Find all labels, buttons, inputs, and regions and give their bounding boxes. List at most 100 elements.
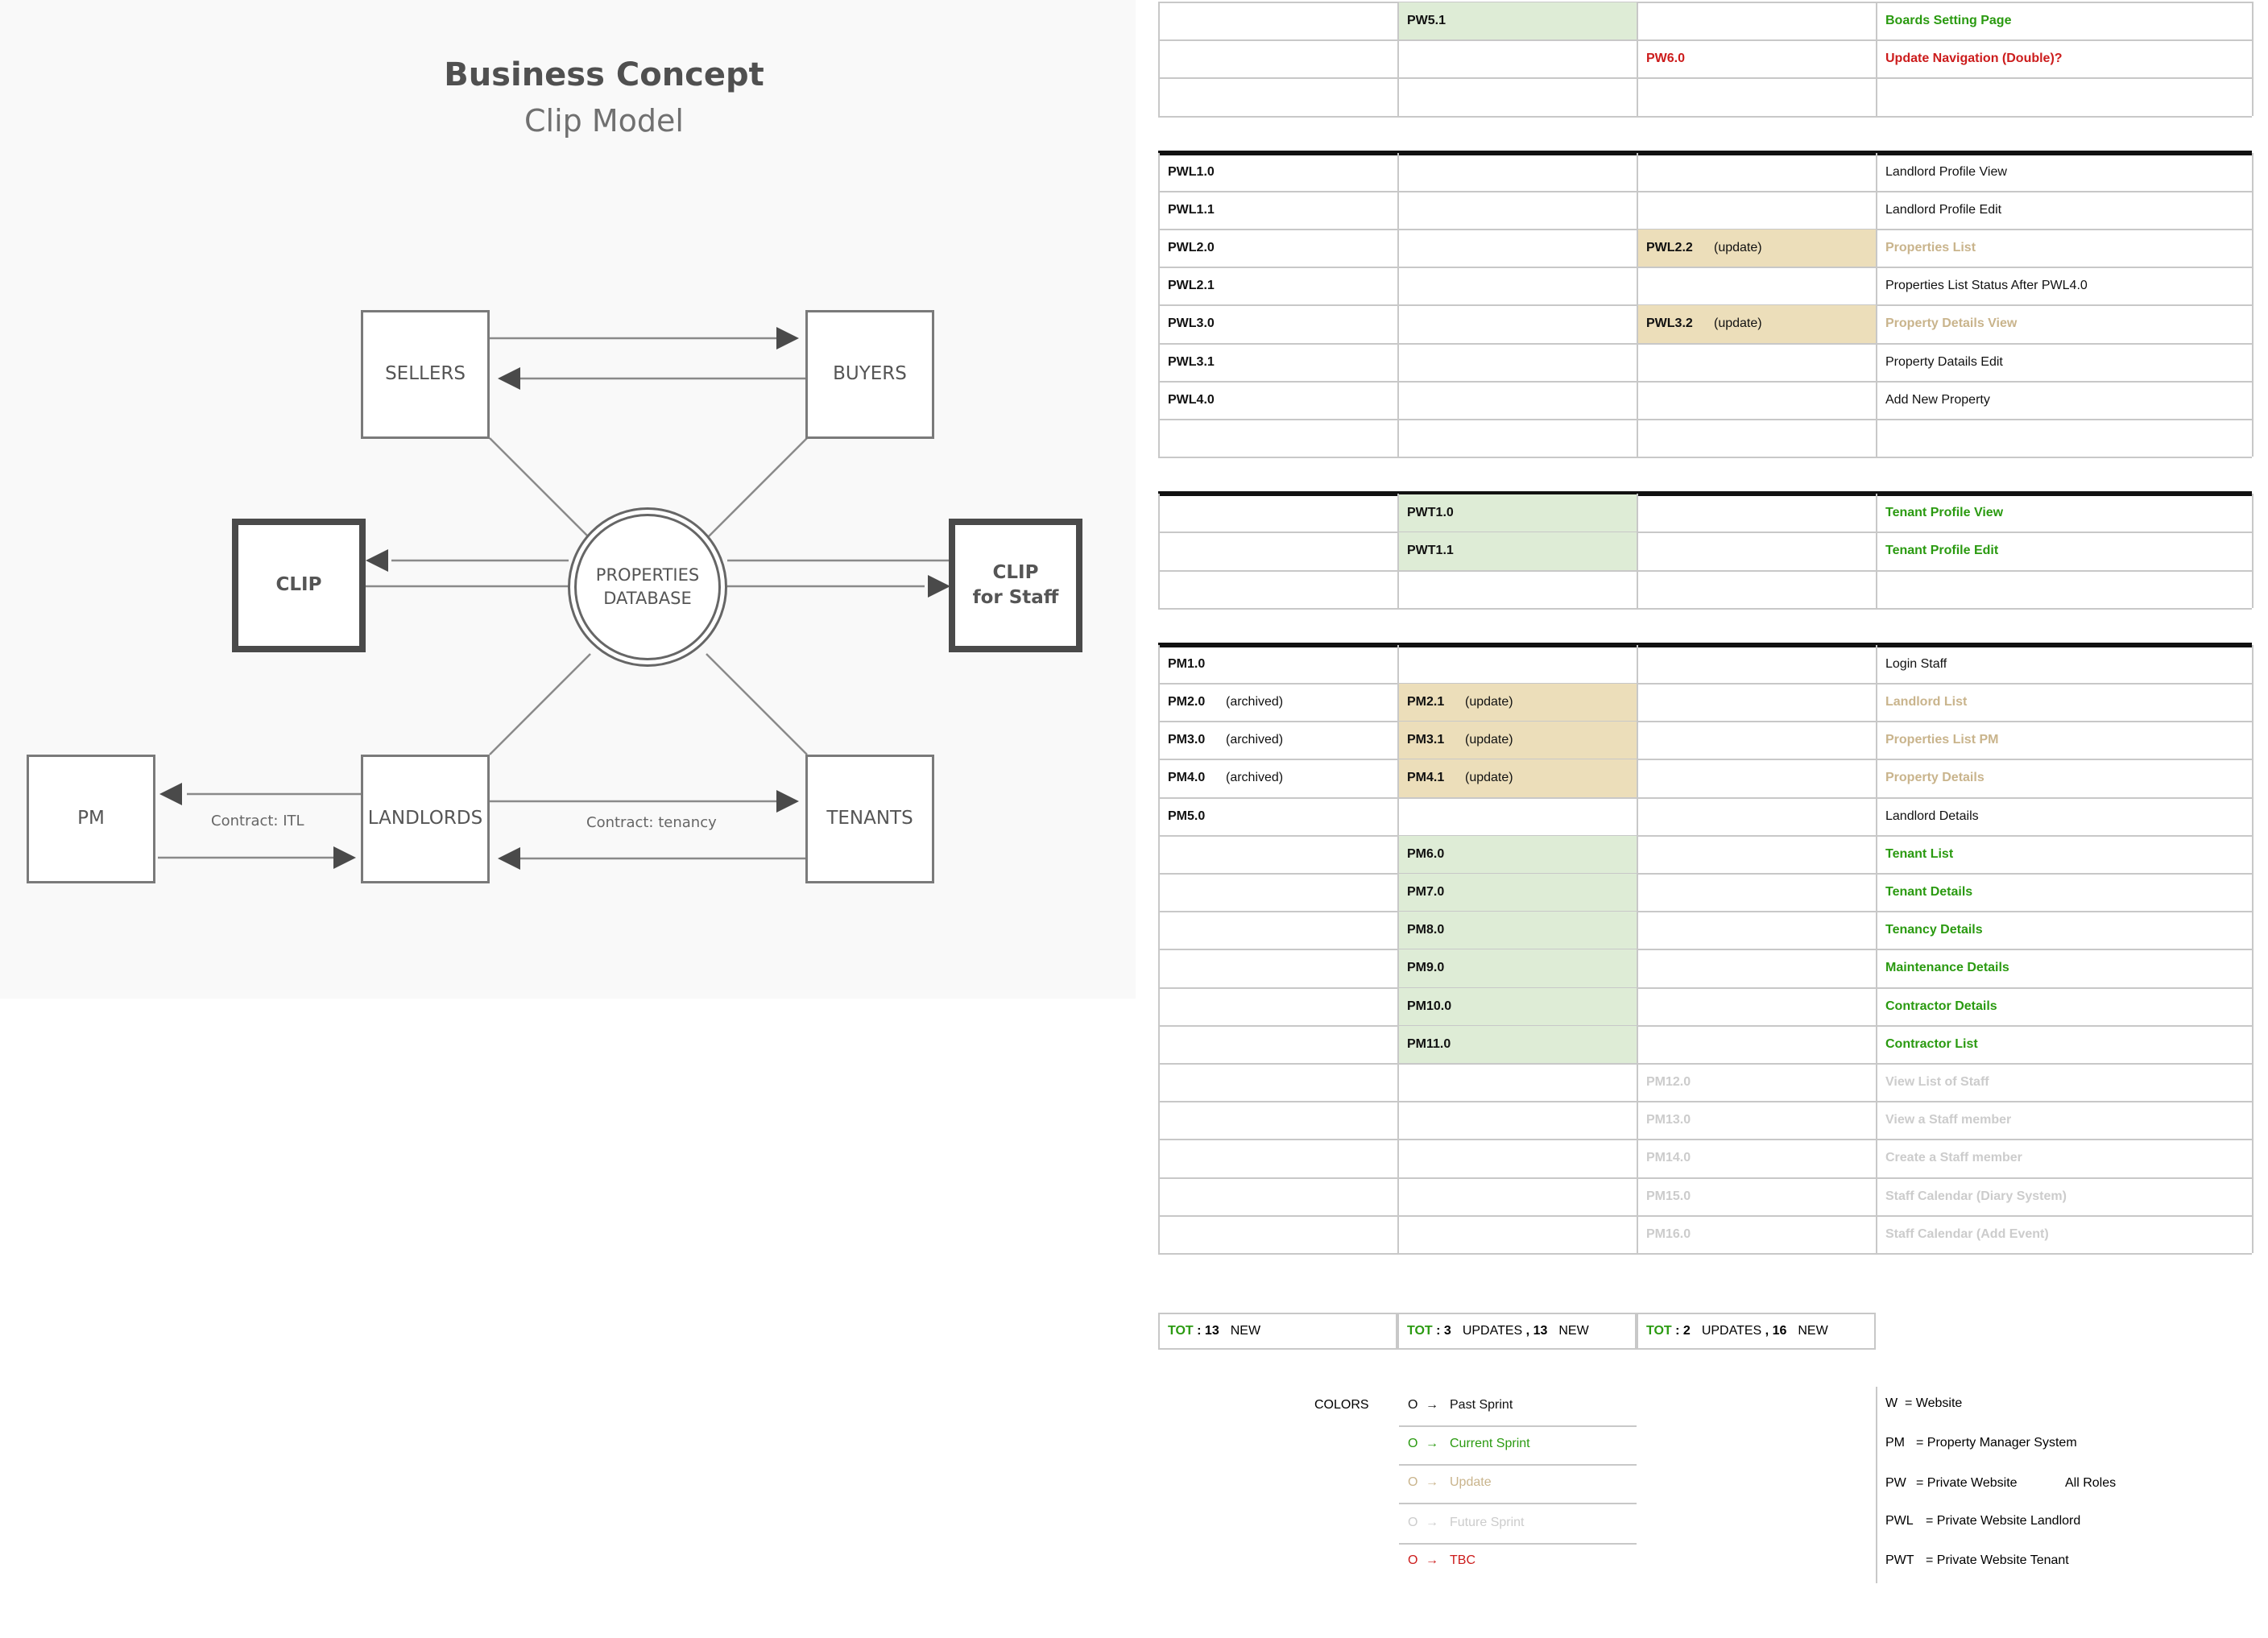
row-divider: [1158, 911, 2252, 913]
row-divider: [1158, 759, 2252, 761]
arrowhead-to-pm: [159, 783, 182, 805]
arrowhead-to-clip-staff: [928, 575, 950, 598]
total-number: 3: [1443, 1324, 1451, 1338]
next-sprint-id-cell: PM14.0: [1646, 1151, 1691, 1165]
legend-divider: [1399, 1543, 1637, 1545]
page-name-cell: Landlord Profile View: [1885, 164, 2007, 179]
page-name-cell: Property Datails Edit: [1885, 354, 2003, 369]
row-divider: [1158, 457, 2252, 459]
row-divider: [1158, 380, 2252, 383]
legend-divider: [1399, 1425, 1637, 1427]
row-divider: [1158, 1214, 2252, 1217]
legend-column-divider: [1876, 1387, 1877, 1583]
website-id-cell: PM2.0: [1168, 695, 1206, 709]
page-name-cell: Landlord List: [1885, 695, 1968, 709]
abbreviation-key: W: [1885, 1396, 1898, 1410]
sprint-id-cell: PM6.0: [1407, 846, 1445, 861]
section-divider: [1158, 642, 2252, 647]
legend-symbol: O: [1408, 1437, 1418, 1450]
arrowhead-to-landlords: [333, 846, 356, 869]
page-name-cell: Add New Property: [1885, 392, 1990, 407]
column-divider: [1637, 2, 1638, 116]
row-divider: [1158, 721, 2252, 723]
node-tenants-label: TENANTS: [826, 808, 913, 829]
row-divider: [1158, 342, 2252, 345]
cell-fill-green: [1399, 949, 1637, 987]
column-divider: [1637, 644, 1638, 1253]
row-divider: [1158, 115, 2252, 118]
cell-fill-tan: [1399, 759, 1637, 797]
node-db-line1: PROPERTIES: [595, 565, 700, 585]
total-number: 16: [1772, 1324, 1787, 1338]
page-name-cell: Staff Calendar (Diary System): [1885, 1189, 2067, 1203]
total-label: TOT: [1407, 1324, 1433, 1338]
row-divider: [1158, 1024, 2252, 1027]
edge-label-itl: Contract: ITL: [211, 813, 304, 829]
legend-item-label: TBC: [1450, 1553, 1475, 1567]
sprint-id-cell: PM10.0: [1407, 999, 1452, 1013]
next-sprint-id-cell: PWL2.2: [1646, 241, 1693, 254]
diagram-title: Business Concept: [444, 56, 764, 93]
node-buyers: BUYERS: [805, 310, 934, 439]
website-id-cell: PWL4.0: [1168, 392, 1215, 407]
total-word: NEW: [1558, 1324, 1589, 1338]
website-id-cell: PM5.0: [1168, 809, 1206, 823]
page-name-cell: Create a Staff member: [1885, 1151, 2022, 1165]
website-id-cell: PWL2.1: [1168, 279, 1215, 293]
next-sprint-id-cell: PM16.0: [1646, 1226, 1691, 1241]
legend-divider: [1399, 1464, 1637, 1466]
website-id-cell: PWL1.1: [1168, 202, 1215, 217]
cell-fill-tan: [1638, 305, 1876, 343]
colors-label: COLORS: [1314, 1398, 1369, 1412]
row-divider: [1158, 532, 2252, 534]
concept-diagram: Business Concept Clip Model: [0, 0, 1136, 999]
next-sprint-id-cell: PM13.0: [1646, 1113, 1691, 1127]
node-landlords: LANDLORDS: [361, 755, 490, 883]
row-divider: [1158, 190, 2252, 192]
column-divider: [1876, 2, 1877, 116]
column-divider: [1637, 494, 1638, 608]
column-divider: [1397, 644, 1399, 1253]
cell-fill-tan: [1399, 684, 1637, 722]
page-name-cell: View List of Staff: [1885, 1075, 1989, 1089]
total-number: 13: [1533, 1324, 1548, 1338]
abbreviation-value: = Private Website Tenant: [1926, 1553, 2069, 1567]
column-divider: [2252, 2, 2254, 116]
cell-fill-green: [1399, 912, 1637, 949]
tenants-db-link: [706, 653, 808, 755]
total-word: UPDATES: [1701, 1324, 1762, 1338]
total-number: 2: [1682, 1324, 1691, 1338]
legend-arrow: →: [1426, 1475, 1438, 1489]
status-note: (archived): [1226, 733, 1284, 747]
column-divider: [1876, 644, 1877, 1253]
next-sprint-id-cell: PWL3.2: [1646, 316, 1693, 331]
page-name-cell: Properties List: [1885, 241, 1976, 254]
page-name-cell: Contractor Details: [1885, 999, 1997, 1013]
status-note: (update): [1465, 771, 1513, 785]
row-divider: [1158, 77, 2252, 80]
website-id-cell: PM1.0: [1168, 656, 1206, 671]
page-name-cell: Landlord Profile Edit: [1885, 202, 2002, 217]
abbreviation-value: = Property Manager System: [1916, 1436, 2077, 1450]
node-db-line2: DATABASE: [603, 589, 692, 608]
page-name-cell: Tenancy Details: [1885, 923, 1983, 937]
total-separator: ,: [1522, 1324, 1533, 1338]
row-divider: [1158, 39, 2252, 42]
total-separator: ,: [1761, 1324, 1773, 1338]
legend-arrow: →: [1426, 1516, 1438, 1529]
arrowhead-to-tenants: [776, 790, 799, 813]
column-divider: [1876, 494, 1877, 608]
sprint-id-cell: PM3.1: [1407, 733, 1445, 747]
abbreviation-value: = Private Website Landlord: [1926, 1514, 2081, 1528]
cell-fill-green: [1399, 1025, 1637, 1063]
legend-divider: [1399, 1503, 1637, 1504]
status-note: (update): [1465, 733, 1513, 747]
node-sellers: SELLERS: [361, 310, 490, 439]
row-divider: [1158, 796, 2252, 799]
cell-fill-tan: [1399, 722, 1637, 759]
website-id-cell: PM4.0: [1168, 771, 1206, 785]
sprint-id-cell: PM2.1: [1407, 695, 1445, 709]
page-name-cell: Properties List Status After PWL4.0: [1885, 279, 2088, 293]
legend-symbol: O: [1408, 1475, 1418, 1489]
